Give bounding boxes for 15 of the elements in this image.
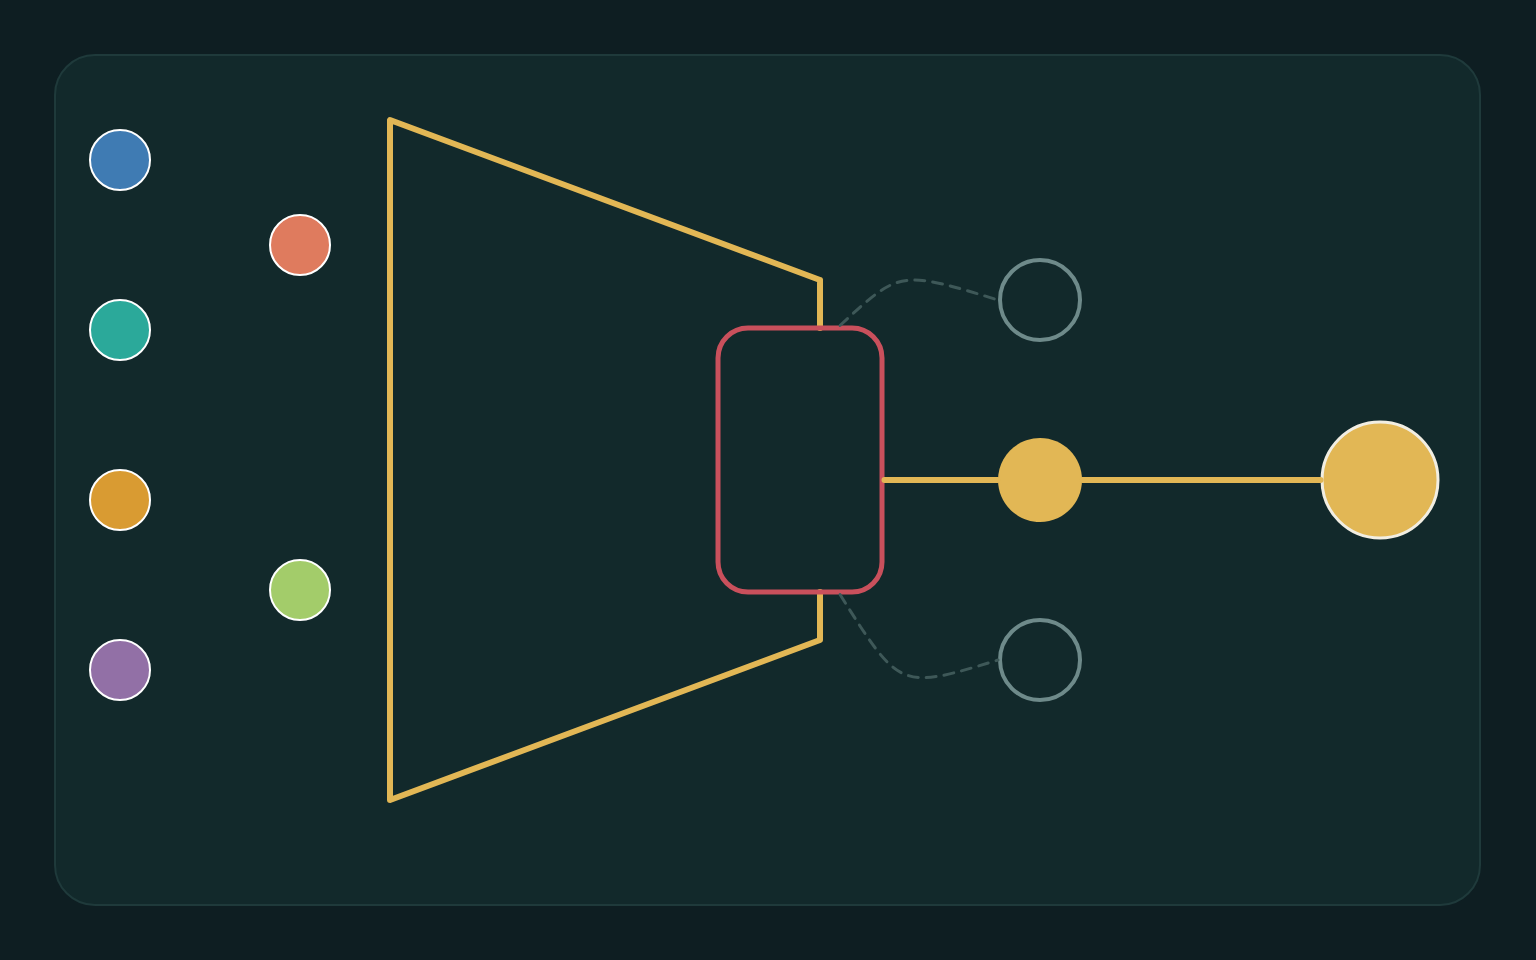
filled-circle: [89, 469, 151, 531]
rounded-box: [715, 325, 885, 595]
hollow-circle: [998, 258, 1082, 342]
trapezoid-outline: [387, 117, 823, 803]
filled-circle: [1320, 420, 1440, 540]
filled-circle: [269, 214, 331, 276]
hollow-circle: [998, 618, 1082, 702]
filled-circle: [998, 438, 1082, 522]
connector-line: [838, 593, 1000, 680]
filled-circle: [89, 299, 151, 361]
connector-line: [1079, 477, 1324, 483]
connector-line: [881, 477, 1001, 483]
filled-circle: [269, 559, 331, 621]
filled-circle: [89, 639, 151, 701]
filled-circle: [89, 129, 151, 191]
